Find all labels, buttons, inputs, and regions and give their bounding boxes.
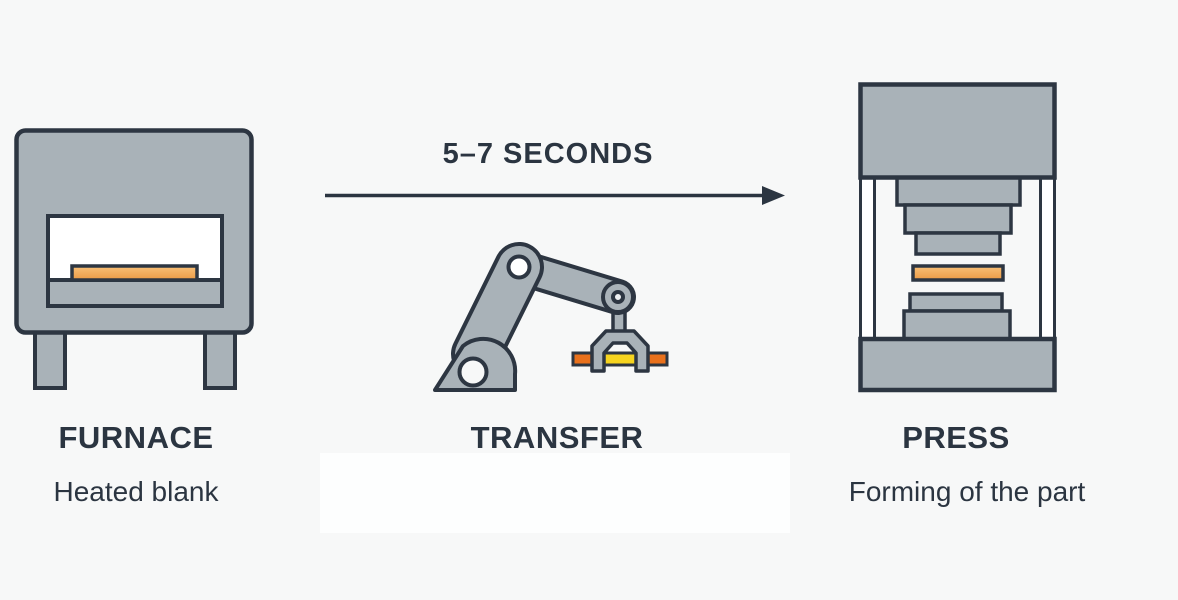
press-left-column [859,170,876,346]
press-right-column [1039,170,1056,346]
furnace-subtitle: Heated blank [53,476,219,507]
upper-die-step-1 [895,176,1022,207]
furnace-title: FURNACE [58,420,214,455]
transfer-title: TRANSFER [470,420,644,455]
furnace-icon [14,128,254,390]
press-head [858,82,1057,180]
furnace-shelf [46,278,224,308]
press-title: PRESS [902,420,1010,455]
wrist-joint-pin [611,290,625,304]
press-base [858,336,1057,393]
background-patch [320,453,790,533]
robot-arm-icon [433,242,669,392]
press-blank [911,264,1005,282]
transfer-time-label: 5–7 SECONDS [442,138,654,170]
robot-base-joint [457,356,489,388]
upper-die-step-3 [914,231,1002,256]
heated-blank [70,264,199,282]
transfer-blank-yellow [598,351,642,367]
press-subtitle: Forming of the part [848,476,1086,507]
lower-die-step-1 [908,292,1004,313]
furnace-right-leg [203,326,237,390]
lower-die-step-2 [902,309,1012,341]
shoulder-joint [506,254,532,280]
upper-die-step-2 [903,203,1013,235]
furnace-left-leg [33,326,67,390]
gripper [590,329,650,373]
press-icon [858,82,1057,393]
arrow-right-icon [325,186,785,205]
